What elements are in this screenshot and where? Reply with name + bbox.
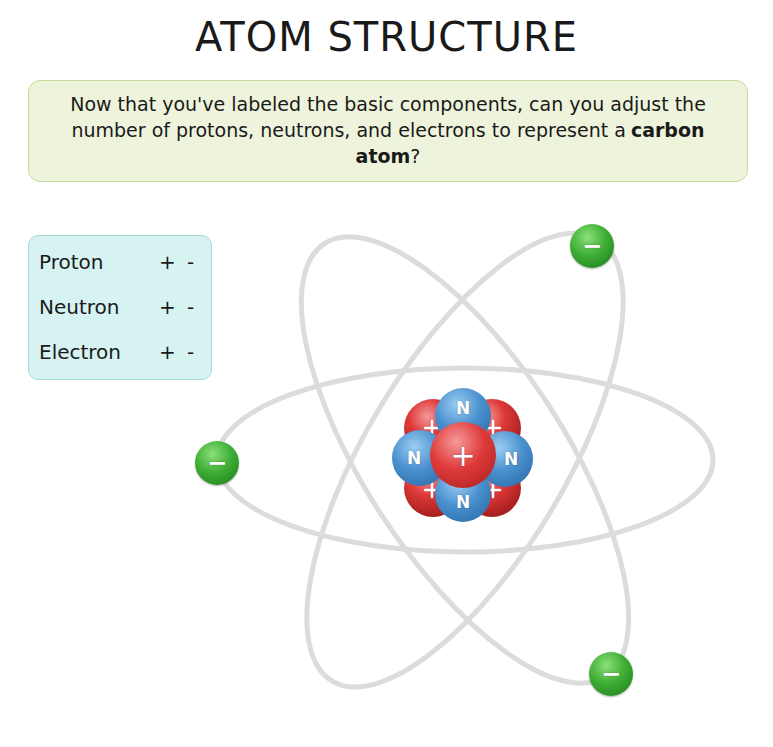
- instruction-text: ?: [410, 145, 420, 167]
- electron: −: [195, 441, 239, 485]
- increase-button: +: [159, 295, 176, 319]
- increase-button: +: [159, 340, 176, 364]
- instruction-text: Now that you've labeled the basic compon…: [70, 93, 706, 141]
- instruction-box: Now that you've labeled the basic compon…: [28, 80, 748, 182]
- particle-label: Electron: [39, 340, 121, 364]
- decrease-button: -: [187, 295, 194, 319]
- neutron-symbol: N: [456, 492, 470, 512]
- electron-symbol: −: [207, 449, 227, 477]
- orbit: [246, 187, 683, 732]
- neutron-symbol: N: [456, 398, 470, 418]
- electron: −: [570, 224, 614, 268]
- particle-label: Proton: [39, 250, 103, 274]
- controls-panel: Proton+-Neutron+-Electron+-: [28, 235, 212, 380]
- orbit: [241, 189, 690, 731]
- page-title: ATOM STRUCTURE: [0, 14, 773, 60]
- proton-symbol: +: [450, 438, 475, 473]
- electron: −: [589, 652, 633, 696]
- neutron-symbol: N: [504, 449, 518, 469]
- orbit-paths: [217, 187, 713, 732]
- increase-button: +: [159, 250, 176, 274]
- electron-symbol: −: [601, 660, 621, 688]
- orbit: [217, 368, 713, 552]
- proton: +: [430, 422, 496, 488]
- decrease-button: -: [187, 340, 194, 364]
- electron-symbol: −: [582, 232, 602, 260]
- decrease-button: -: [187, 250, 194, 274]
- neutron-symbol: N: [407, 448, 421, 468]
- particle-label: Neutron: [39, 295, 119, 319]
